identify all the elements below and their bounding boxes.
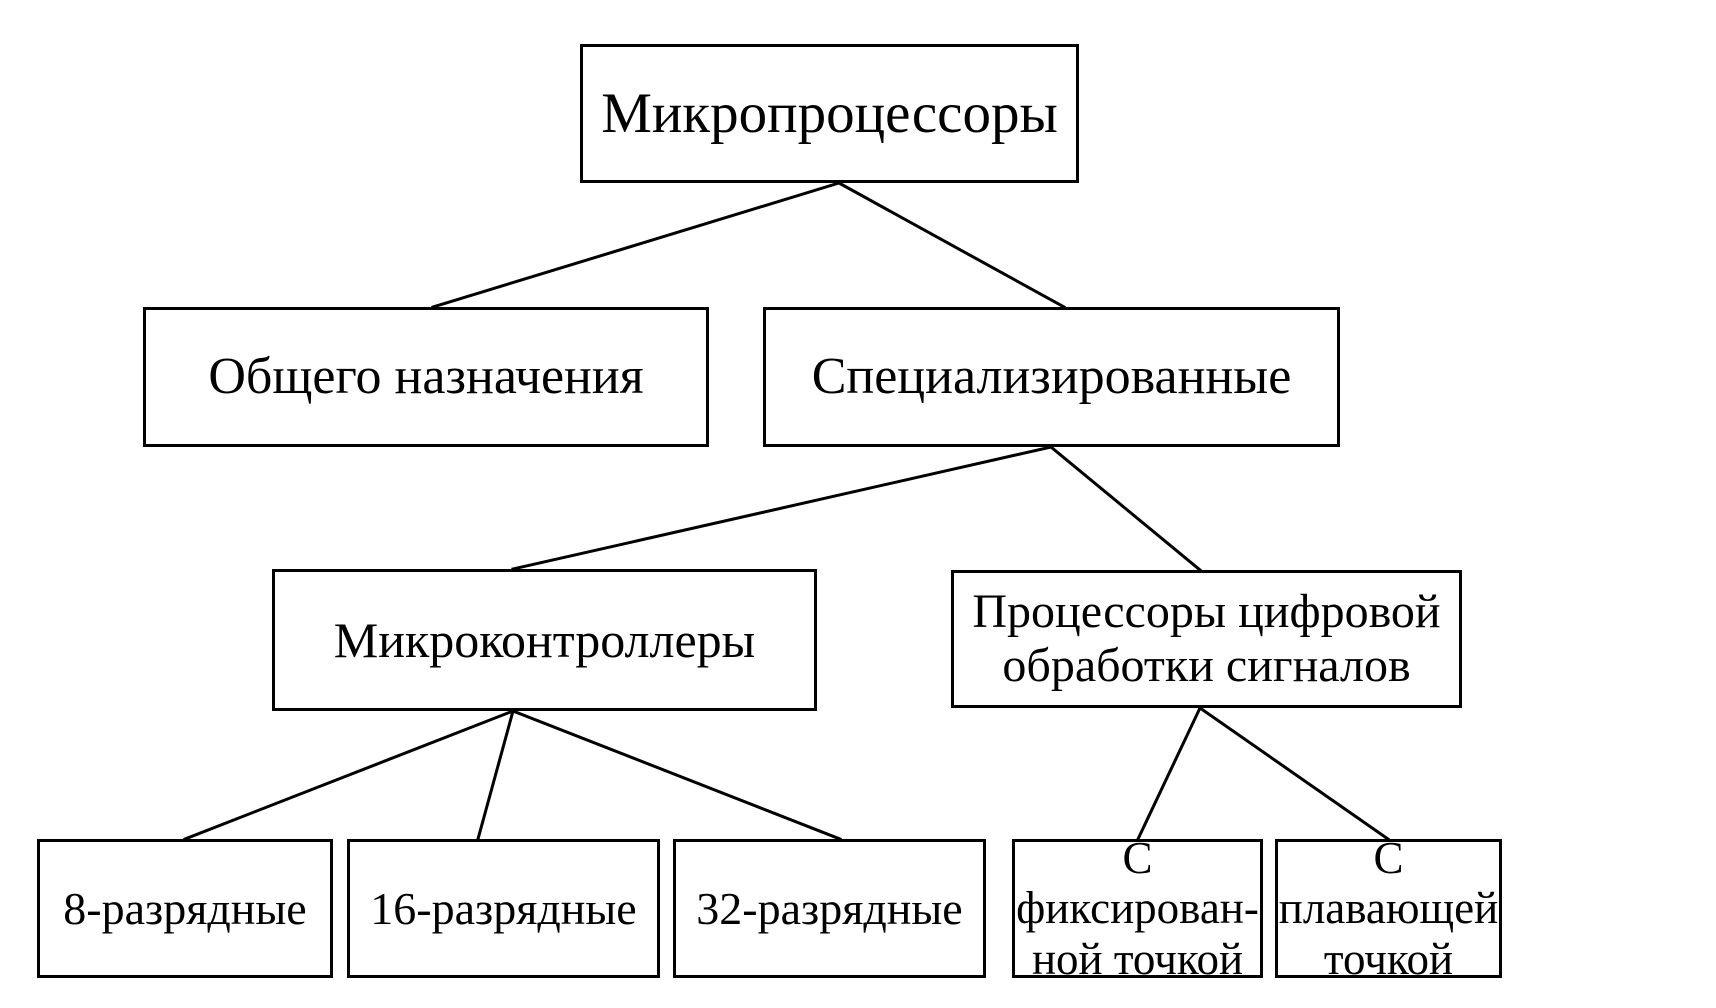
- node-32-bit[interactable]: 32-разрядные: [673, 839, 986, 978]
- edge-root-to-specialized: [836, 180, 1067, 310]
- edge-mcu-to-8bit: [183, 709, 515, 841]
- node-floating-point[interactable]: С плавающей точкой: [1275, 833, 1502, 984]
- edge-mcu-to-16bit: [476, 709, 515, 841]
- edge-specialized-to-dsp: [1048, 444, 1203, 573]
- node-label: 8-разрядные: [63, 882, 307, 934]
- node-8-bit[interactable]: 8-разрядные: [37, 839, 333, 978]
- edge-specialized-to-mcu: [511, 445, 1053, 571]
- node-general-purpose[interactable]: Общего назначения: [143, 307, 709, 447]
- node-specialized[interactable]: Специализированные: [763, 307, 1340, 447]
- node-label: Специализированные: [811, 347, 1292, 405]
- node-label: 32-разрядные: [696, 882, 963, 934]
- node-16-bit[interactable]: 16-разрядные: [347, 839, 660, 978]
- node-fixed-point[interactable]: С фиксирован- ной точкой: [1012, 833, 1263, 984]
- node-label: 16-разрядные: [370, 882, 637, 934]
- edge-dsp-to-fixed: [1136, 706, 1202, 841]
- node-label: С фиксирован- ной точкой: [1016, 832, 1259, 984]
- edge-mcu-to-32bit: [511, 709, 842, 841]
- node-microprocessors[interactable]: Микропроцессоры: [580, 44, 1079, 183]
- node-label: Общего назначения: [208, 347, 644, 405]
- edge-root-to-general: [431, 181, 841, 309]
- node-label: С плавающей точкой: [1278, 832, 1499, 984]
- node-label: Процессоры цифровой обработки сигналов: [972, 585, 1441, 692]
- node-label: Микроконтроллеры: [333, 612, 756, 668]
- edge-dsp-to-float: [1197, 705, 1391, 842]
- node-label: Микропроцессоры: [601, 81, 1058, 145]
- node-microcontrollers[interactable]: Микроконтроллеры: [272, 569, 817, 711]
- node-dsp[interactable]: Процессоры цифровой обработки сигналов: [951, 570, 1462, 708]
